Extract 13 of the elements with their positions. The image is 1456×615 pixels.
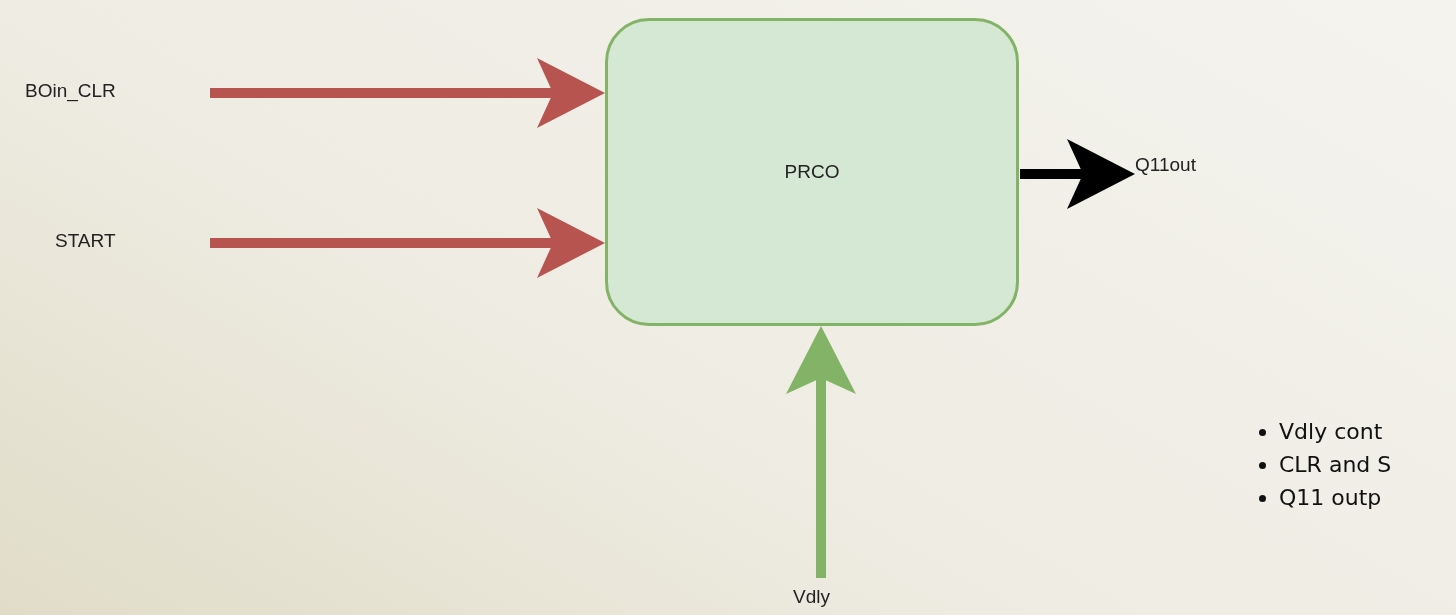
arrow — [1020, 139, 1135, 209]
signal-label: START — [55, 224, 185, 258]
arrow — [210, 58, 605, 128]
arrow — [786, 326, 856, 578]
box-label: PRCO — [784, 161, 840, 183]
bullet-text: CLR and S — [1279, 454, 1392, 476]
arrow — [210, 208, 605, 278]
signal-label: BOin_CLR — [25, 74, 185, 108]
signal-label: Vdly — [793, 582, 849, 612]
signal-label: Q11out — [1135, 148, 1215, 182]
process-box — [605, 18, 1019, 326]
bullet-text: Vdly cont — [1279, 421, 1383, 443]
bullet-text: Q11 outp — [1279, 487, 1382, 509]
